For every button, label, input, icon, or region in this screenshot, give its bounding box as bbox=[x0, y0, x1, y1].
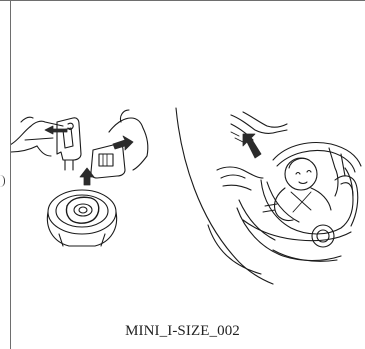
top-rule bbox=[0, 0, 365, 1]
installation-illustration bbox=[11, 60, 365, 300]
isofix-connector-release-icon bbox=[11, 110, 148, 246]
margin-tab-mark bbox=[0, 175, 5, 187]
arrow-diagonal-icon bbox=[243, 134, 261, 158]
figure-caption: MINI_I-SIZE_002 bbox=[0, 322, 365, 340]
arrow-up-icon bbox=[80, 168, 94, 185]
infant-seat-icon bbox=[176, 108, 361, 284]
